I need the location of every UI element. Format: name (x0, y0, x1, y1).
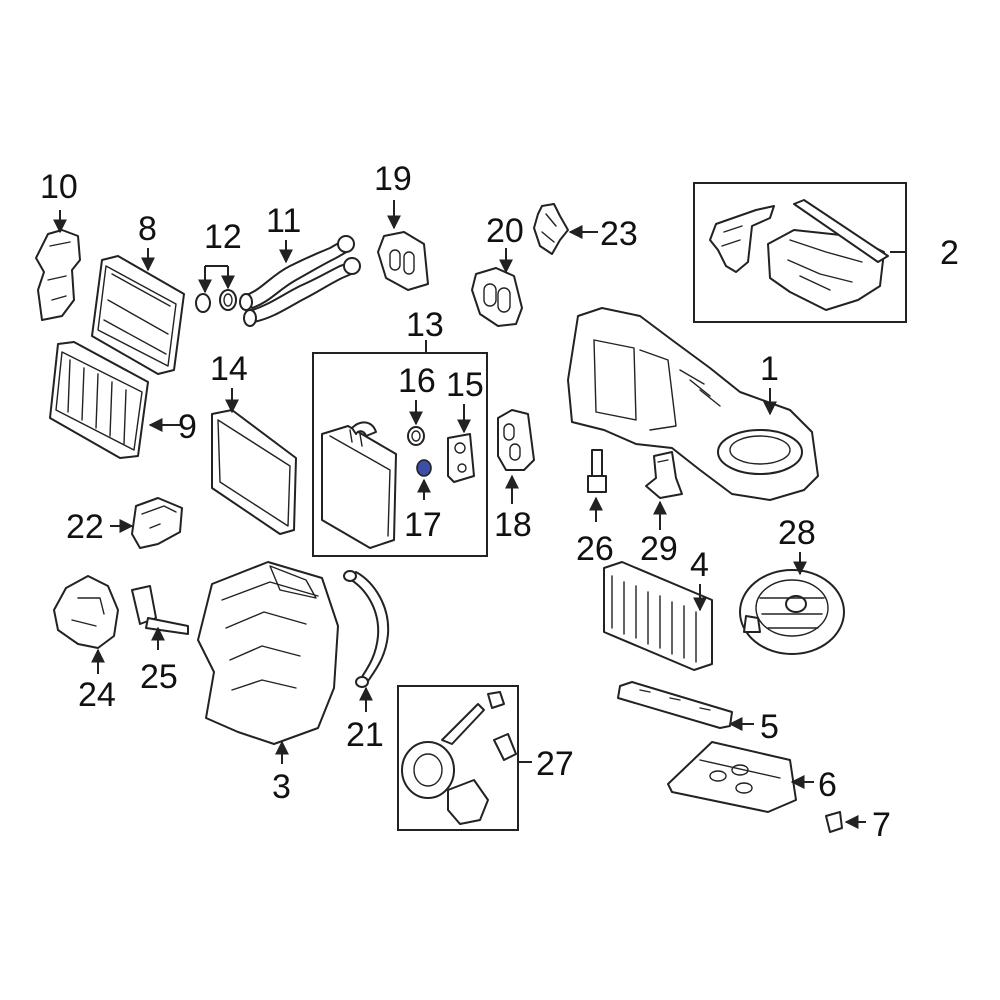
callout-13[interactable]: 13 (406, 306, 444, 344)
part-9-evaporator[interactable] (49, 341, 149, 459)
group-box-27 (397, 685, 519, 831)
part-14-filter-frame[interactable] (211, 409, 297, 535)
callout-5[interactable]: 5 (760, 708, 779, 746)
part-28-blower-motor[interactable] (739, 569, 845, 655)
callout-7[interactable]: 7 (872, 806, 891, 844)
group-box-13 (312, 352, 488, 557)
part-12-hose-clamps[interactable] (195, 289, 237, 313)
callout-4[interactable]: 4 (690, 546, 709, 584)
part-17-o-ring-highlighted[interactable] (416, 459, 432, 477)
callout-28[interactable]: 28 (778, 514, 816, 552)
callout-27[interactable]: 27 (536, 745, 574, 783)
callout-29[interactable]: 29 (640, 530, 678, 568)
callout-21[interactable]: 21 (346, 716, 384, 754)
callout-15[interactable]: 15 (446, 366, 484, 404)
part-6-tray[interactable] (667, 741, 797, 813)
part-10-side-panel[interactable] (35, 229, 81, 321)
callout-17[interactable]: 17 (404, 506, 442, 544)
callout-22[interactable]: 22 (66, 508, 104, 546)
callout-24[interactable]: 24 (78, 676, 116, 714)
part-24-resistor[interactable] (53, 575, 119, 649)
leader-lines (53, 200, 906, 829)
callout-8[interactable]: 8 (138, 210, 157, 248)
part-22-actuator[interactable] (131, 497, 183, 549)
callout-19[interactable]: 19 (374, 160, 412, 198)
part-13-evaporator-kit[interactable] (321, 421, 397, 549)
part-27-blower-kit[interactable] (401, 691, 517, 825)
callout-20[interactable]: 20 (486, 212, 524, 250)
part-19-gasket[interactable] (377, 231, 429, 291)
callout-12[interactable]: 12 (204, 218, 242, 256)
callout-6[interactable]: 6 (818, 766, 837, 804)
part-2-blower-housing-kit[interactable] (709, 199, 889, 311)
callout-25[interactable]: 25 (140, 658, 178, 696)
callout-23[interactable]: 23 (600, 215, 638, 253)
part-4-cabin-filter[interactable] (603, 561, 713, 671)
part-20-seal[interactable] (471, 267, 523, 327)
part-1-hvac-case[interactable] (567, 307, 819, 501)
part-7-clip[interactable] (825, 811, 843, 833)
callout-1[interactable]: 1 (760, 350, 779, 388)
part-3-distribution-housing[interactable] (197, 561, 339, 745)
part-25-temp-sensor[interactable] (131, 585, 189, 635)
callout-26[interactable]: 26 (576, 530, 614, 568)
part-11-heater-pipes[interactable] (239, 235, 361, 327)
callout-11[interactable]: 11 (266, 202, 301, 240)
callout-16[interactable]: 16 (398, 362, 436, 400)
part-8-heater-core[interactable] (91, 255, 185, 375)
part-15-expansion-valve[interactable] (447, 433, 475, 483)
callout-3[interactable]: 3 (272, 768, 291, 806)
callout-14[interactable]: 14 (210, 350, 248, 388)
part-29-bracket[interactable] (645, 451, 683, 499)
part-16-o-ring[interactable] (407, 426, 425, 446)
part-18-seal[interactable] (497, 409, 535, 471)
callout-9[interactable]: 9 (178, 408, 197, 446)
part-5-rail[interactable] (617, 681, 733, 729)
part-21-ac-line[interactable] (343, 570, 390, 688)
callout-18[interactable]: 18 (494, 506, 532, 544)
callout-10[interactable]: 10 (40, 168, 78, 206)
callout-2[interactable]: 2 (940, 234, 959, 272)
part-23-sensor[interactable] (533, 203, 569, 255)
part-26-bolt[interactable] (587, 449, 607, 493)
